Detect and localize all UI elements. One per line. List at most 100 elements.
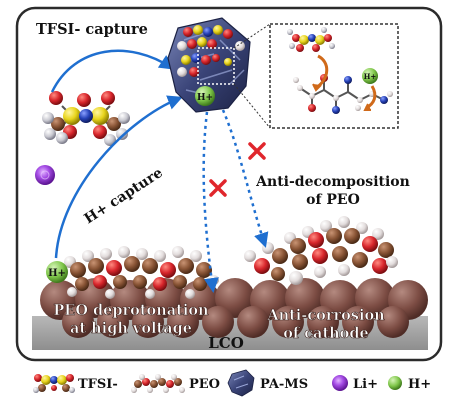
pams-legend-icon	[227, 369, 255, 397]
sulfur-atom	[91, 107, 109, 125]
inset-arrow-h-head	[363, 103, 371, 111]
oxygen-atom	[93, 125, 107, 139]
hydrogen-atom	[320, 220, 332, 232]
carbon-atom	[133, 275, 147, 289]
hydrogen-atom	[155, 374, 161, 380]
oxygen-atom	[254, 258, 270, 274]
hydrogen-atom	[179, 387, 185, 393]
hydrogen-atom	[297, 85, 303, 91]
sulfur-atom	[57, 375, 67, 385]
hydrogen-atom	[100, 248, 112, 260]
carbon-atom	[378, 242, 394, 258]
hydrogen-atom	[262, 242, 274, 254]
hydrogen-atom	[172, 246, 184, 258]
fluorine-atom	[44, 128, 56, 140]
hydrogen-atom	[185, 289, 195, 299]
carbon-atom	[70, 262, 86, 278]
oxygen-atom	[296, 44, 304, 52]
sulfur-atom	[181, 55, 191, 65]
tfsi-molecule	[42, 91, 130, 146]
inset-h-ion-label: H+	[364, 72, 377, 81]
legend: TFSI- PEO PA-MS Li+ H+	[33, 369, 431, 397]
carbon-atom	[134, 380, 142, 388]
hydrogen-atom	[387, 91, 393, 97]
nitrogen-atom	[308, 34, 316, 42]
carbon-atom	[332, 246, 348, 262]
pams-surface-atoms	[177, 25, 245, 77]
hydrogen-atom	[139, 374, 145, 380]
hydrogen-atom	[67, 287, 77, 297]
peo-chain-left	[64, 246, 219, 299]
oxygen-atom	[308, 232, 324, 248]
hydrogen-atom	[190, 250, 202, 262]
fluorine-atom	[33, 387, 39, 393]
oxygen-atom	[201, 55, 211, 65]
tfsi-capture-label: TFSI- capture	[36, 21, 148, 38]
nitrogen-atom	[332, 106, 340, 114]
zoom-box	[197, 47, 235, 85]
sulfur-atom	[41, 375, 51, 385]
inset-arrow-tfsi-head	[312, 83, 322, 92]
hydrogen-atom	[82, 250, 94, 262]
hydrogen-atom	[357, 97, 363, 103]
h-legend-icon	[388, 376, 402, 390]
oxygen-atom	[324, 34, 332, 42]
oxygen-atom	[308, 104, 316, 112]
fluorine-atom	[321, 27, 327, 33]
oxygen-atom	[292, 34, 300, 42]
hydrogen-atom	[355, 105, 361, 111]
oxygen-atom	[34, 374, 42, 382]
nitrogen-atom	[191, 53, 201, 63]
carbon-atom	[196, 262, 212, 278]
carbon-atom	[178, 258, 194, 274]
legend-peo-label: PEO	[189, 377, 220, 392]
hydrogen-atom	[386, 256, 398, 268]
carbon-atom	[352, 252, 368, 268]
lco-substrate	[32, 278, 428, 350]
carbon-atom	[292, 254, 308, 270]
sulfur-atom	[315, 35, 325, 45]
oxygen-atom	[223, 29, 233, 39]
blocked-path-right	[221, 109, 269, 248]
lco-sphere	[342, 306, 374, 338]
h-ion-on-pams	[195, 86, 215, 106]
hydrogen-atom	[147, 387, 153, 393]
fluorine-atom	[289, 43, 295, 49]
legend-h-label: H+	[408, 377, 431, 392]
anti-decomposition-label-2: of PEO	[306, 192, 360, 208]
hydrogen-atom	[145, 289, 155, 299]
carbon-atom	[62, 384, 70, 392]
zoom-inset: H+	[233, 23, 399, 129]
lco-sphere	[307, 306, 339, 338]
hydrogen-atom	[171, 374, 177, 380]
oxygen-atom	[153, 277, 167, 291]
peo-legend-icon	[131, 374, 185, 393]
sulfur-atom	[197, 37, 207, 47]
sulfur-atom	[63, 107, 81, 125]
pams-particle	[167, 17, 251, 113]
hydrogen-atom	[177, 67, 187, 77]
oxygen-atom	[66, 374, 74, 382]
oxygen-atom	[142, 378, 150, 386]
oxygen-atom	[312, 248, 328, 264]
lco-sphere	[167, 306, 199, 338]
hydrogen-atom	[293, 77, 299, 83]
oxygen-atom	[189, 67, 199, 77]
nitrogen-atom	[79, 109, 93, 123]
h-ion-surface	[46, 261, 68, 283]
hydrogen-atom	[235, 41, 245, 51]
deprotonation-label-2: at high voltage	[70, 320, 192, 337]
li-legend-icon	[332, 375, 348, 391]
carbon-atom	[272, 248, 288, 264]
oxygen-atom	[49, 91, 63, 105]
carbon-atom	[173, 275, 187, 289]
anti-corrosion-label-1: Anti-corrosion	[266, 307, 385, 324]
oxygen-atom	[77, 93, 91, 107]
sulfur-atom	[299, 35, 309, 45]
hydrogen-atom	[314, 266, 326, 278]
carbon-atom	[51, 117, 65, 131]
tfsi-capture-arrow	[50, 49, 175, 93]
oxygen-atom	[166, 380, 174, 388]
oxygen-atom	[372, 258, 388, 274]
cross-mark-left	[209, 179, 227, 197]
